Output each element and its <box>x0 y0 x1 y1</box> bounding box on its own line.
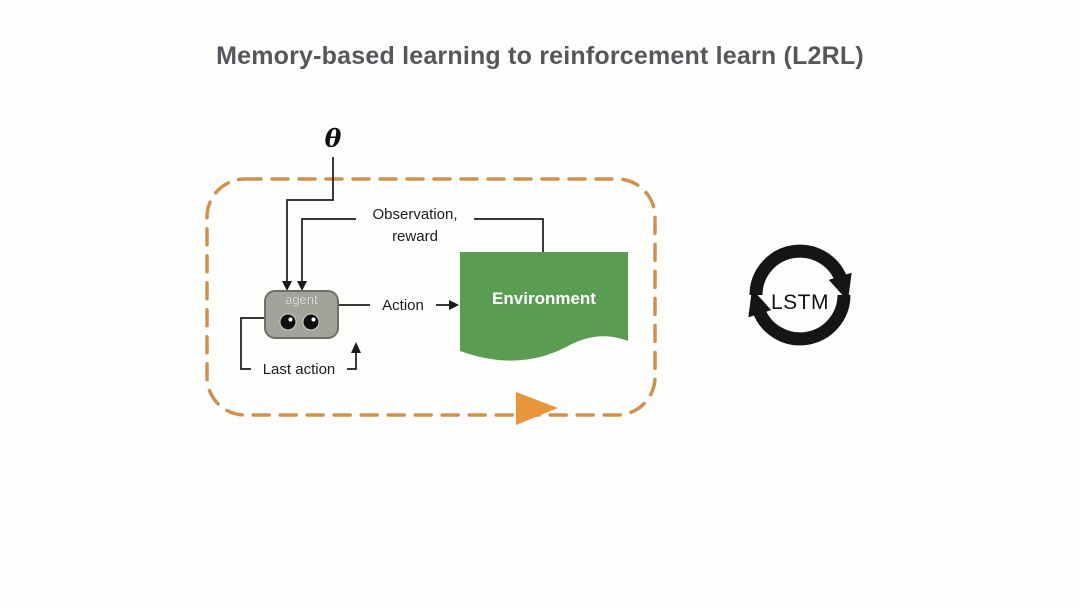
theta-label: θ <box>324 124 342 153</box>
observation-reward-label: Observation, reward <box>356 204 474 248</box>
lstm-label: LSTM <box>770 291 829 314</box>
theta-arrowhead-icon <box>282 281 292 291</box>
observation-arrowhead-icon <box>297 281 307 291</box>
observation-label-line1: Observation, <box>372 206 458 223</box>
play-triangle-icon <box>516 392 558 425</box>
agent-label: agent <box>285 292 318 307</box>
agent-eye-left-icon <box>279 313 297 331</box>
environment-shape <box>460 252 628 361</box>
last-action-wire <box>240 317 357 370</box>
last-action-arrowhead-icon <box>351 342 361 353</box>
agent-eye-right-icon <box>302 313 320 331</box>
agent-eye-left-glint <box>288 317 293 322</box>
last-action-label: Last action <box>251 361 347 378</box>
loop-top-arc <box>749 244 852 302</box>
observation-label-line2: reward <box>392 228 438 245</box>
action-arrowhead-icon <box>449 300 459 310</box>
loop-bottom-arc <box>748 288 851 346</box>
dashed-boundary <box>205 177 657 417</box>
action-label: Action <box>370 297 436 314</box>
agent-eye-right-glint <box>311 317 316 322</box>
environment-label: Environment <box>492 289 596 308</box>
theta-wire <box>286 157 334 283</box>
page-title: Memory-based learning to reinforcement l… <box>216 42 864 70</box>
loop-arrows-icon <box>748 244 852 346</box>
